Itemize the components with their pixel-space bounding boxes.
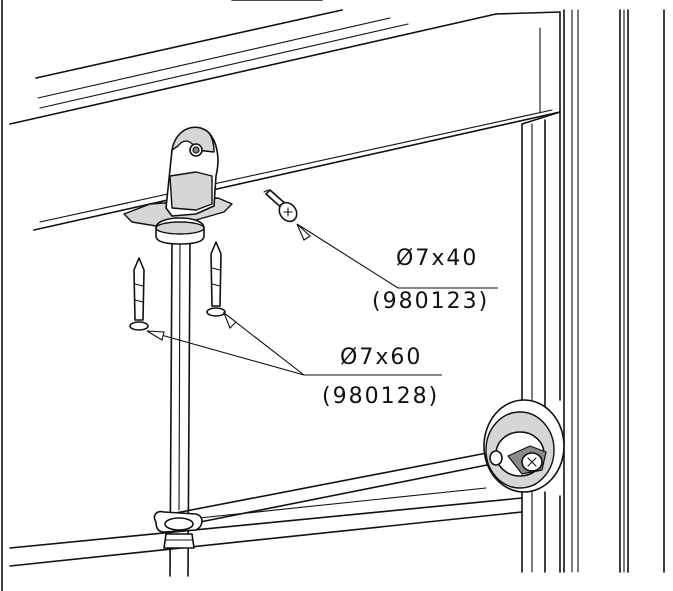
callout-part-number: (980123) (372, 289, 490, 314)
side-post-rear (563, 9, 665, 573)
round-side-bracket (483, 399, 565, 493)
bottom-rail (9, 487, 523, 567)
callout-screw-size: Ø7x60 (340, 345, 423, 370)
rod-coupling (153, 510, 203, 549)
callout-screw-size: Ø7x40 (396, 246, 479, 271)
top-panel (9, 0, 561, 231)
screw-7x60-right (206, 241, 226, 317)
screw-7x60-left (129, 257, 149, 331)
horizontal-rod (159, 451, 493, 531)
side-post-front (521, 111, 561, 573)
leader-7x40 (296, 223, 498, 289)
leader-7x60 (146, 311, 442, 376)
screw-7x40 (263, 189, 298, 223)
top-bracket (123, 126, 233, 245)
callout-part-number: (980128) (322, 384, 440, 409)
